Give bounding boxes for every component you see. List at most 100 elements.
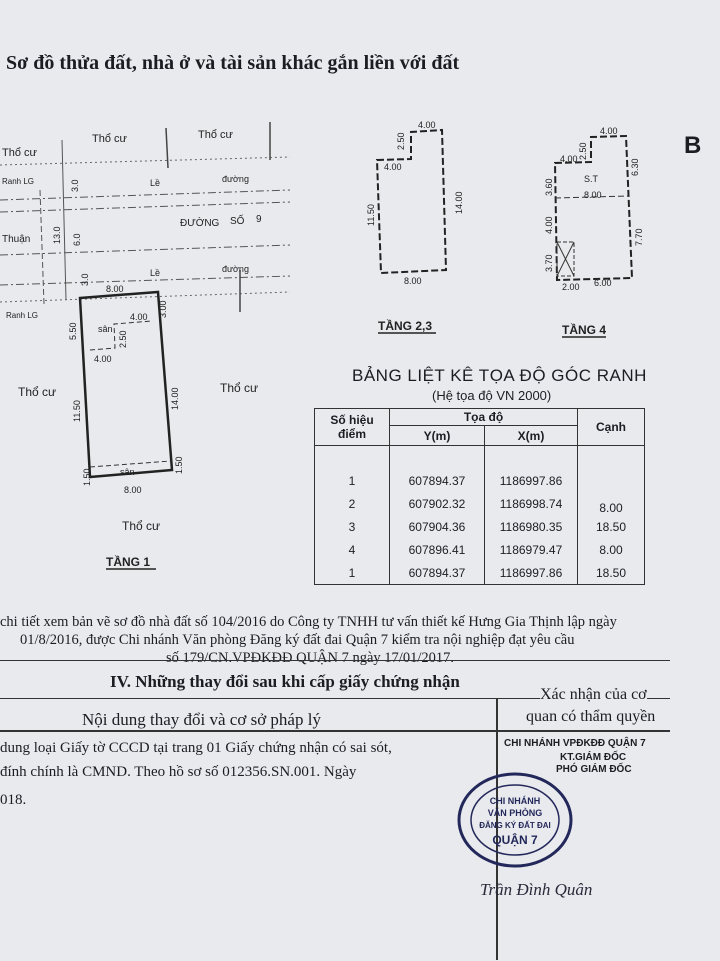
header-coord: Tọa độ bbox=[389, 407, 578, 427]
cell-x: 1186997.86 bbox=[484, 469, 578, 492]
section-iv bbox=[0, 660, 670, 961]
table-row: 4 607896.41 1186979.47 8.00 bbox=[314, 538, 645, 561]
cell-edge: 8.00 bbox=[577, 469, 645, 515]
dim-1150: 11.50 bbox=[72, 400, 82, 422]
label-tho-cu: Thổ cư bbox=[2, 147, 38, 159]
cell-point: 3 bbox=[314, 515, 390, 538]
floor4-dim-right-low: 7.70 bbox=[634, 228, 644, 246]
road-edge-line bbox=[0, 291, 291, 303]
col-right-title: Xác nhận của cơ bbox=[540, 686, 647, 704]
change-content-line: dung loại Giấy tờ CCCD tại trang 01 Giấy… bbox=[0, 740, 392, 756]
cell-edge: 18.50 bbox=[577, 515, 645, 538]
dim-150: 1.50 bbox=[174, 456, 184, 474]
cell-point: 4 bbox=[314, 538, 390, 561]
label-duong: đường bbox=[222, 264, 249, 274]
floor4-dim-left-mid: 3.60 bbox=[544, 178, 554, 196]
dim-6: 6.0 bbox=[72, 233, 82, 246]
floor1-outline bbox=[78, 290, 174, 479]
dim-550: 5.50 bbox=[68, 322, 78, 340]
floor4-dim-right-top: 6.30 bbox=[630, 158, 640, 176]
office-title: PHÓ GIÁM ĐỐC bbox=[556, 764, 632, 775]
dim-8: 8.00 bbox=[106, 284, 124, 294]
stamp-text: QUẬN 7 bbox=[492, 832, 538, 847]
cell-x: 1186979.47 bbox=[484, 538, 578, 561]
boundary-line bbox=[39, 189, 45, 305]
label-tho-cu: Thổ cư bbox=[18, 385, 56, 399]
cell-x: 1186998.74 bbox=[484, 492, 578, 515]
floor4-dim-top: 4.00 bbox=[600, 126, 618, 136]
office-name: CHI NHÁNH VPĐKĐĐ QUẬN 7 bbox=[504, 738, 646, 749]
label-so: SỐ bbox=[230, 213, 245, 227]
floor23-outline bbox=[375, 128, 448, 275]
section-iv-header bbox=[0, 662, 670, 699]
label-le: Lề bbox=[150, 178, 160, 188]
label-ranh-lg: Ranh LG bbox=[2, 177, 34, 186]
floor23-dim-right: 14.00 bbox=[454, 191, 464, 214]
floor1-inner-line bbox=[89, 460, 172, 468]
label-9: 9 bbox=[256, 214, 262, 225]
road-center-line bbox=[0, 275, 291, 286]
stamp-ring bbox=[457, 772, 573, 868]
dim-1400: 14.00 bbox=[170, 387, 180, 410]
label-thuan: Thuận bbox=[2, 234, 30, 245]
note-line: số 179/CN.VPĐKĐĐ QUẬN 7 ngày 17/01/2017. bbox=[166, 650, 454, 666]
coord-table: Số hiệu điểm Tọa độ Cạnh Y(m) X(m) 1 607… bbox=[314, 407, 645, 585]
dim-250: 2.50 bbox=[118, 330, 128, 348]
cell-edge: 18.50 bbox=[577, 561, 645, 585]
dim-300: 3.00 bbox=[158, 300, 168, 318]
floor1-inner-line bbox=[89, 320, 153, 351]
header-y: Y(m) bbox=[389, 425, 485, 446]
road-center-line bbox=[0, 244, 291, 256]
cell-point: 2 bbox=[314, 492, 390, 515]
section-iv-title: IV. Những thay đổi sau khi cấp giấy chứn… bbox=[110, 672, 460, 691]
label-tho-cu: Thổ cư bbox=[122, 519, 160, 533]
dim-13: 13.0 bbox=[52, 226, 62, 244]
col-left-title: Nội dung thay đổi và cơ sở pháp lý bbox=[82, 710, 321, 729]
floor23-dim-inner: 4.00 bbox=[384, 162, 402, 172]
dim-150: 1.50 bbox=[82, 468, 92, 486]
dim-8: 8.00 bbox=[124, 485, 142, 495]
boundary-line bbox=[165, 127, 169, 169]
header-edge: Cạnh bbox=[577, 408, 645, 446]
dim-3b: 3.0 bbox=[80, 273, 90, 286]
table-row: 1 607894.37 1186997.86 8.00 bbox=[314, 469, 645, 515]
label-san: sân bbox=[98, 324, 113, 334]
dim-400: 4.00 bbox=[130, 312, 148, 322]
signature: Trần Đình Quân bbox=[480, 880, 593, 899]
floor23-label: TẦNG 2,3 bbox=[378, 318, 432, 333]
cell-y: 607904.36 bbox=[389, 515, 485, 538]
coord-table-subtitle: (Hệ tọa độ VN 2000) bbox=[432, 388, 552, 403]
cell-point: 1 bbox=[314, 561, 390, 585]
floor4-dim-left-bottom: 3.70 bbox=[544, 254, 554, 272]
floor23-dim-bottom: 8.00 bbox=[404, 276, 422, 286]
floor1-label: TẦNG 1 bbox=[106, 554, 150, 569]
coord-table-title: BẢNG LIỆT KÊ TỌA ĐỘ GÓC RANH bbox=[352, 366, 647, 385]
label-ranh-lg: Ranh LG bbox=[6, 311, 38, 320]
floor23-dim-left-top: 2.50 bbox=[396, 132, 406, 150]
label-tho-cu: Thổ cư bbox=[198, 129, 234, 141]
road-center-line bbox=[0, 201, 291, 213]
floor4-stair-cross bbox=[556, 241, 575, 277]
dimension-line bbox=[61, 139, 67, 301]
page-title: Sơ đồ thửa đất, nhà ở và tài sản khác gắ… bbox=[6, 52, 460, 74]
label-tho-cu: Thổ cư bbox=[92, 133, 128, 145]
label-san: sân bbox=[120, 467, 135, 477]
road-edge-line bbox=[0, 156, 291, 166]
header-x: X(m) bbox=[484, 425, 578, 446]
label-le: Lề bbox=[150, 268, 160, 278]
office-title: KT.GIÁM ĐỐC bbox=[560, 752, 627, 763]
cell-point: 1 bbox=[314, 469, 390, 492]
col-right-title: quan có thẩm quyền bbox=[526, 708, 656, 725]
floor4-dim-inner: 4.00 bbox=[560, 154, 578, 164]
cell-x: 1186980.35 bbox=[484, 515, 578, 538]
floor4-label: TẦNG 4 bbox=[562, 322, 606, 337]
cell-y: 607896.41 bbox=[389, 538, 485, 561]
cell-y: 607894.37 bbox=[389, 561, 485, 585]
change-content-line: đính chính là CMND. Theo hồ sơ số 012356… bbox=[0, 764, 357, 780]
floor4-dim-bottom-a: 2.00 bbox=[562, 282, 580, 292]
stamp-ring bbox=[470, 784, 560, 856]
floor4-inner-line bbox=[554, 195, 630, 199]
stamp-text: CHI NHÁNH bbox=[490, 796, 541, 806]
floor4-dim-top-small: 2.50 bbox=[578, 142, 588, 160]
label-duong-so: ĐƯỜNG bbox=[180, 216, 220, 229]
